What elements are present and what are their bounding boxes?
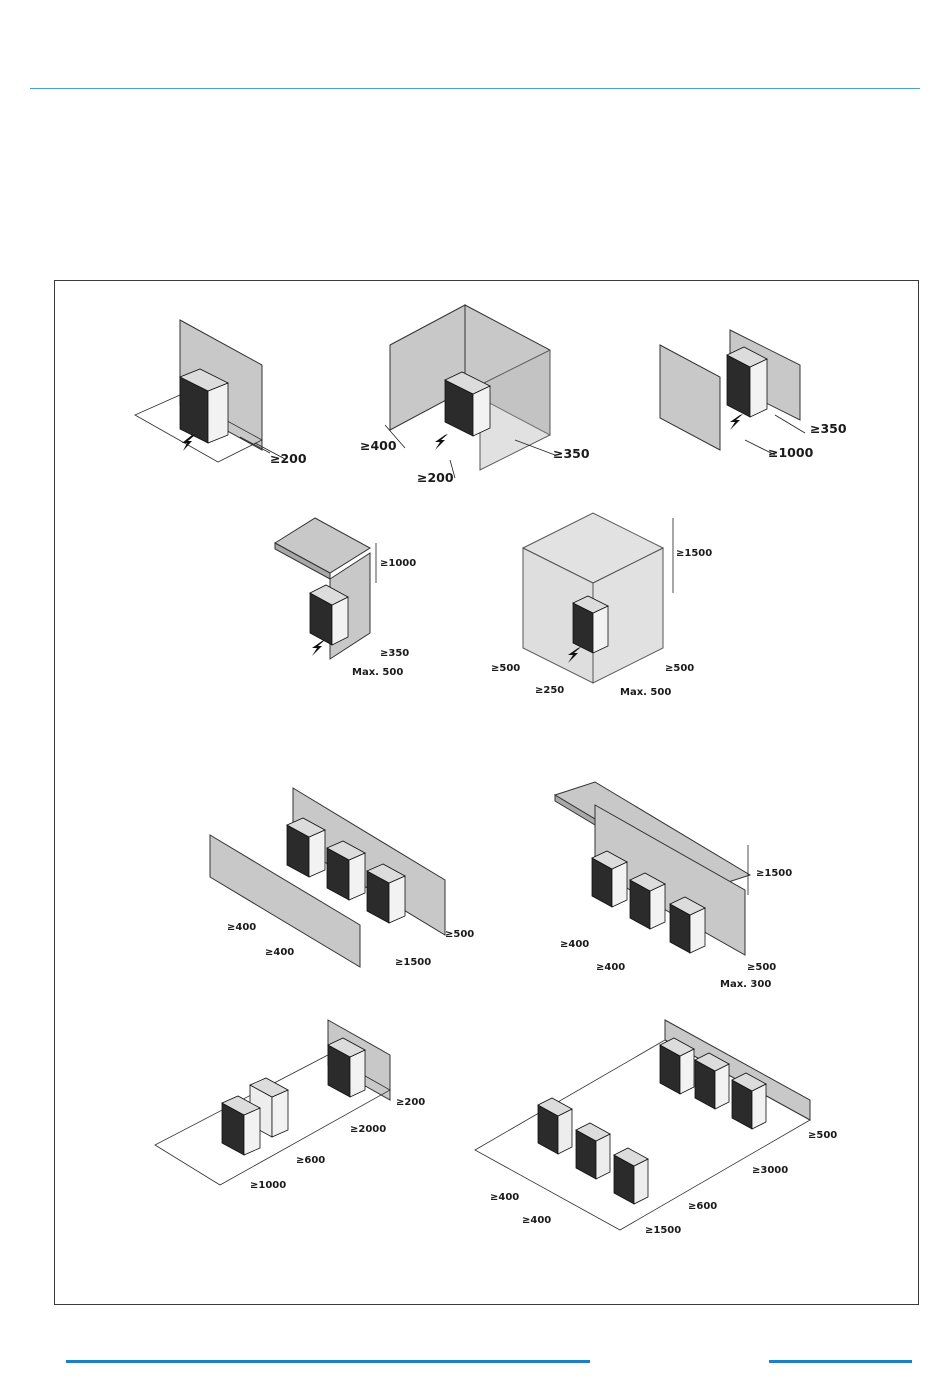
dim-label: ≥2000: [350, 1124, 386, 1135]
wall-left: [660, 345, 720, 450]
figure-facing-rows: ≥200 ≥2000 ≥600 ≥1000: [150, 1015, 430, 1200]
unit-back-2: [695, 1053, 729, 1109]
dim-label: ≥1500: [395, 957, 431, 968]
unit-side: [593, 606, 608, 653]
unit-2: [630, 873, 665, 929]
unit-front-1: [538, 1098, 572, 1154]
airflow-arrow: [435, 434, 448, 450]
footer-rule-left: [66, 1360, 590, 1363]
airflow-arrow: [182, 435, 195, 451]
dim-label: ≥400: [522, 1215, 551, 1226]
airflow-arrow: [312, 640, 325, 656]
header-rule: [30, 88, 920, 89]
unit-side: [750, 359, 767, 417]
unit-front-2: [576, 1123, 610, 1179]
dim-label: ≥1000: [380, 558, 416, 569]
unit-3: [670, 897, 705, 953]
dim-label: ≥1500: [645, 1225, 681, 1236]
unit-side: [208, 383, 228, 443]
dim-label: ≥500: [445, 929, 474, 940]
dim-label: ≥400: [265, 947, 294, 958]
dim-label: ≥400: [490, 1192, 519, 1203]
unit-front: [222, 1096, 260, 1155]
unit-1: [287, 818, 325, 877]
unit-back-3: [732, 1073, 766, 1129]
figure-row-under-roof: ≥1500 ≥400 ≥400 ≥500 Max. 300: [550, 780, 800, 990]
dim-label: ≥1500: [756, 868, 792, 879]
dim-label: ≥1000: [250, 1180, 286, 1191]
dim-label: ≥400: [360, 438, 397, 453]
dim-label: ≥350: [553, 446, 590, 461]
dim-label: ≥200: [396, 1097, 425, 1108]
dim-label: ≥600: [688, 1201, 717, 1212]
figure-single-wall: ≥200: [130, 315, 320, 475]
dim-label: ≥500: [665, 663, 694, 674]
dim-label: ≥3000: [752, 1165, 788, 1176]
dim-label: ≥600: [296, 1155, 325, 1166]
unit-back-1: [660, 1038, 694, 1094]
dim-label: ≥500: [747, 962, 776, 973]
figure-overhang-roof: ≥1000 ≥350 Max. 500: [270, 513, 440, 683]
dim-label: ≥200: [417, 470, 454, 485]
unit-2: [327, 841, 365, 900]
unit-1: [592, 851, 627, 907]
airflow-arrow: [730, 414, 743, 430]
dim-label: ≥400: [596, 962, 625, 973]
unit-3: [367, 864, 405, 923]
dim-label: ≥500: [808, 1130, 837, 1141]
dim-label: Max. 300: [720, 979, 771, 990]
figure-two-side-walls: ≥350 ≥1000: [655, 325, 855, 465]
dim-label: ≥350: [810, 421, 847, 436]
unit-front-3: [614, 1148, 648, 1204]
dim-label: Max. 500: [620, 687, 671, 698]
dim-label: ≥400: [560, 939, 589, 950]
unit-back: [328, 1038, 365, 1097]
dim-label: ≥200: [270, 451, 307, 466]
dim-label: ≥1000: [768, 445, 814, 460]
dim-label: ≥350: [380, 648, 409, 659]
figure-box-enclosure: ≥1500 ≥500 ≥500 ≥250 Max. 500: [488, 508, 723, 703]
dim-label: ≥500: [491, 663, 520, 674]
footer-rule-right: [769, 1360, 912, 1363]
unit-side: [473, 386, 490, 436]
figure-corner-walls: ≥400 ≥350 ≥200: [355, 300, 595, 490]
floor-outline: [475, 1040, 810, 1230]
dim-label: ≥1500: [676, 548, 712, 559]
figure-multiple-rows: ≥500 ≥3000 ≥600 ≥400 ≥400 ≥1500: [470, 1015, 840, 1240]
dim-label: ≥400: [227, 922, 256, 933]
dim-label: Max. 500: [352, 667, 403, 678]
figure-row-between-walls: ≥400 ≥400 ≥500 ≥1500: [205, 785, 485, 975]
dim-label: ≥250: [535, 685, 564, 696]
